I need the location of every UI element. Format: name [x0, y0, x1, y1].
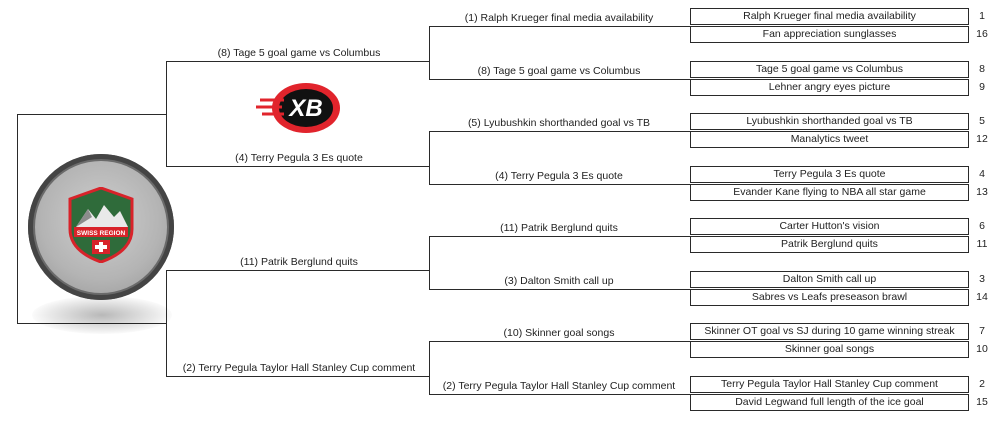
bracket-line	[429, 79, 690, 80]
seed-cell: Terry Pegula Taylor Hall Stanley Cup com…	[690, 376, 969, 393]
seed-cell: Patrik Berglund quits	[690, 236, 969, 253]
bracket-line	[429, 341, 430, 394]
seed-cell: Lyubushkin shorthanded goal vs TB	[690, 113, 969, 130]
matchup-label: (4) Terry Pegula 3 Es quote	[235, 152, 363, 164]
bracket-line	[17, 323, 167, 324]
seed-number: 1	[979, 10, 985, 22]
seed-cell: Evander Kane flying to NBA all star game	[690, 184, 969, 201]
matchup-label: (1) Ralph Krueger final media availabili…	[464, 12, 654, 24]
seed-number: 13	[976, 186, 988, 198]
matchup-label: (8) Tage 5 goal game vs Columbus	[477, 65, 641, 77]
bracket-line	[429, 26, 690, 27]
xb-logo: XB	[254, 80, 344, 136]
seed-number: 6	[979, 220, 985, 232]
seed-cell: Skinner goal songs	[690, 341, 969, 358]
bracket-line	[166, 166, 429, 167]
seed-cell: Terry Pegula 3 Es quote	[690, 166, 969, 183]
bracket-line	[166, 270, 429, 271]
seed-number: 15	[976, 396, 988, 408]
swiss-region-badge: SWISS REGION	[68, 187, 134, 263]
bracket-line	[429, 131, 690, 132]
bracket-line	[429, 341, 690, 342]
seed-number: 10	[976, 343, 988, 355]
bracket-line	[429, 289, 690, 290]
seed-number: 16	[976, 28, 988, 40]
bracket-line	[429, 236, 430, 289]
seed-cell: Manalytics tweet	[690, 131, 969, 148]
seed-number: 2	[979, 378, 985, 390]
seed-cell: Dalton Smith call up	[690, 271, 969, 288]
bracket-line	[166, 61, 167, 167]
puck-shadow	[32, 296, 172, 334]
seed-number: 4	[979, 168, 985, 180]
seed-cell: Sabres vs Leafs preseason brawl	[690, 289, 969, 306]
bracket-line	[17, 114, 167, 115]
matchup-label: (3) Dalton Smith call up	[504, 275, 614, 287]
bracket-line	[166, 270, 167, 376]
seed-number: 8	[979, 63, 985, 75]
bracket-line	[17, 114, 18, 323]
bracket-line	[166, 376, 429, 377]
bracket-line	[166, 61, 429, 62]
seed-cell: Carter Hutton's vision	[690, 218, 969, 235]
seed-number: 7	[979, 325, 985, 337]
matchup-label: (11) Patrik Berglund quits	[240, 256, 358, 268]
matchup-label: (2) Terry Pegula Taylor Hall Stanley Cup…	[442, 380, 676, 392]
seed-cell: Tage 5 goal game vs Columbus	[690, 61, 969, 78]
puck-graphic: SWISS REGION	[28, 154, 174, 300]
seed-number: 9	[979, 81, 985, 93]
matchup-label: (5) Lyubushkin shorthanded goal vs TB	[467, 117, 651, 129]
matchup-label: (8) Tage 5 goal game vs Columbus	[217, 47, 381, 59]
seed-cell: Ralph Krueger final media availability	[690, 8, 969, 25]
seed-number: 14	[976, 291, 988, 303]
seed-cell: Skinner OT goal vs SJ during 10 game win…	[690, 323, 969, 340]
matchup-label: (2) Terry Pegula Taylor Hall Stanley Cup…	[182, 362, 416, 374]
seed-number: 5	[979, 115, 985, 127]
seed-cell: Fan appreciation sunglasses	[690, 26, 969, 43]
matchup-label: (4) Terry Pegula 3 Es quote	[495, 170, 623, 182]
bracket-line	[429, 394, 690, 395]
bracket-line	[429, 184, 690, 185]
svg-text:SWISS REGION: SWISS REGION	[77, 230, 126, 237]
svg-text:XB: XB	[287, 95, 322, 122]
seed-number: 3	[979, 273, 985, 285]
seed-cell: David Legwand full length of the ice goa…	[690, 394, 969, 411]
seed-cell: Lehner angry eyes picture	[690, 79, 969, 96]
bracket-line	[429, 236, 690, 237]
matchup-label: (11) Patrik Berglund quits	[500, 222, 618, 234]
seed-number: 12	[976, 133, 988, 145]
bracket-line	[429, 26, 430, 79]
seed-number: 11	[976, 238, 988, 250]
bracket-line	[429, 131, 430, 184]
matchup-label: (10) Skinner goal songs	[503, 327, 615, 339]
